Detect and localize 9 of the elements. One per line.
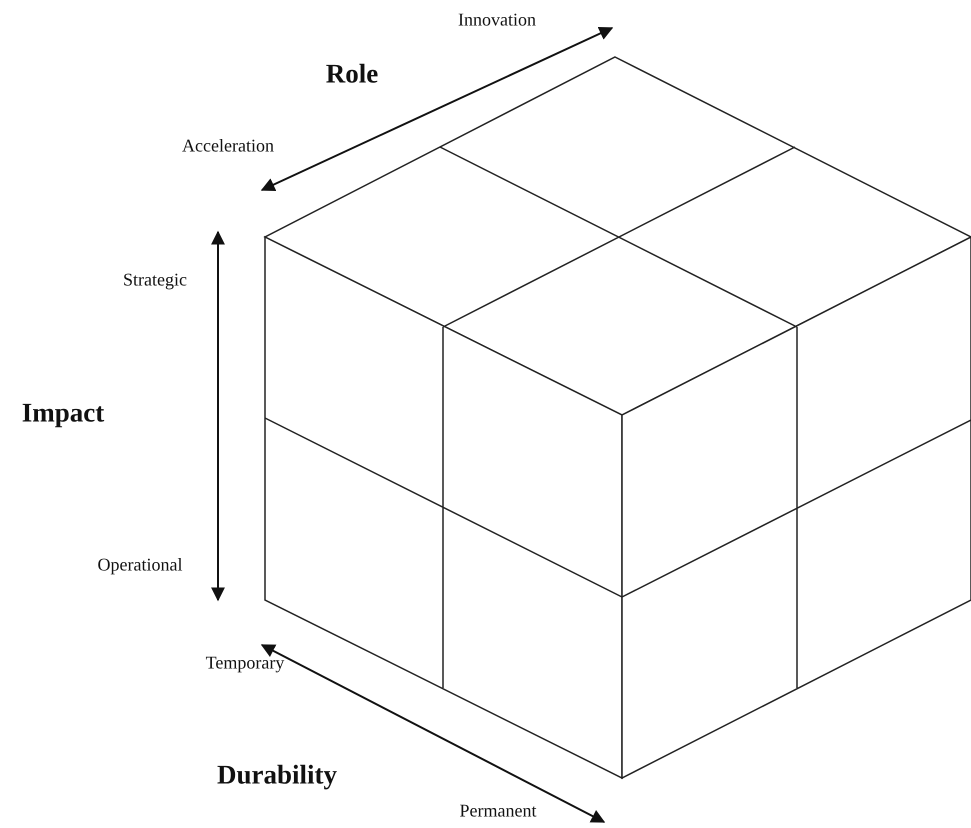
axis-title: Impact [22, 398, 104, 428]
axis-end-label: Innovation [458, 10, 536, 30]
axis-end-label: Acceleration [182, 136, 274, 156]
axis-end-label: Strategic [123, 270, 187, 290]
axis-title: Durability [217, 760, 337, 790]
axis-end-label: Permanent [460, 800, 536, 822]
axis-title: Role [326, 58, 378, 90]
axis-end-label: Temporary [206, 652, 284, 674]
axis-end-label: Operational [98, 554, 182, 576]
